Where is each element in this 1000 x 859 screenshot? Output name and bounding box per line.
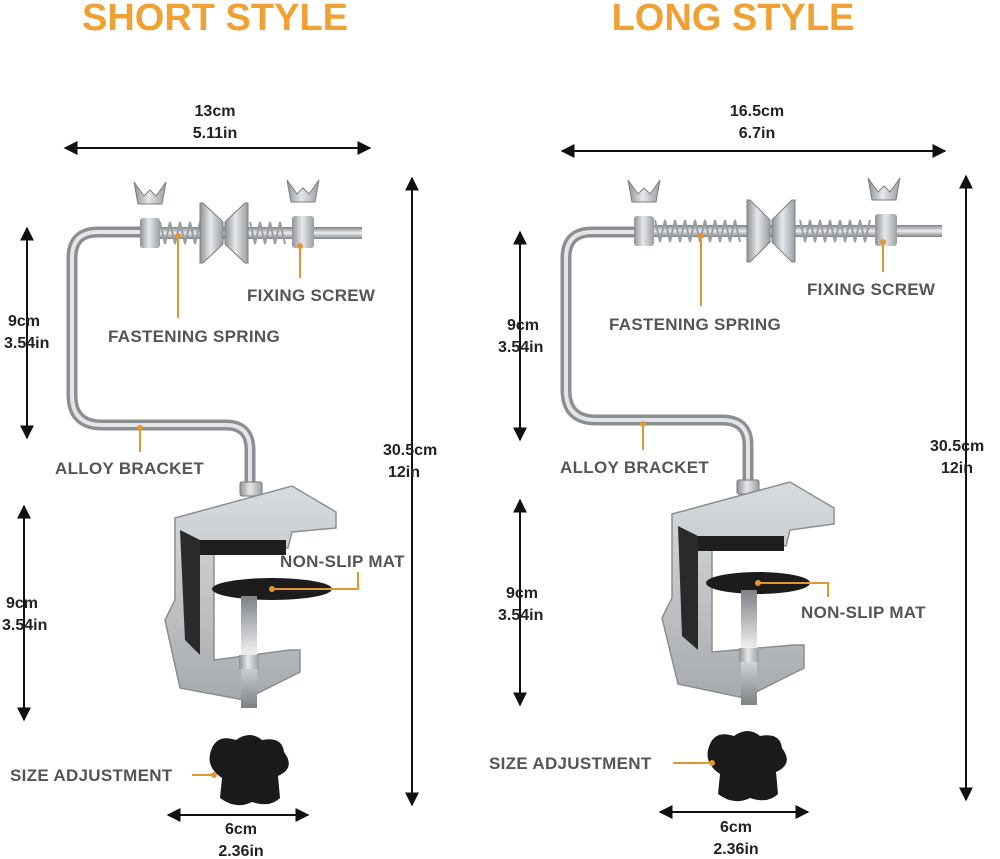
long-style-panel: LONG STYLE 16.5cm 6.7in 30.5cm 12in 9cm … xyxy=(489,0,984,858)
short-size-adjust-label: SIZE ADJUSTMENT xyxy=(10,766,173,785)
short-mat-dot xyxy=(269,586,275,592)
long-clamp-cm: 9cm xyxy=(506,585,538,602)
short-spring-label: FASTENING SPRING xyxy=(108,327,280,346)
long-mat-leader xyxy=(758,582,829,597)
long-size-adjust-dot xyxy=(709,760,715,766)
long-mat-dot xyxy=(755,580,761,586)
long-clamp-in: 3.54in xyxy=(498,607,543,624)
short-mat-leader xyxy=(272,572,359,590)
short-fixing-screw-label: FIXING SCREW xyxy=(247,286,376,305)
long-base-in: 2.36in xyxy=(713,841,758,858)
long-width-in: 6.7in xyxy=(739,125,775,142)
short-width-cm: 13cm xyxy=(195,103,236,120)
long-height-in: 12in xyxy=(941,460,973,477)
short-arm-in: 3.54in xyxy=(4,335,49,352)
short-arm-cm: 9cm xyxy=(8,313,40,330)
long-arm-in: 3.54in xyxy=(498,339,543,356)
short-base-in: 2.36in xyxy=(218,843,263,859)
short-style-title: SHORT STYLE xyxy=(82,0,348,39)
long-spring-label: FASTENING SPRING xyxy=(609,315,781,334)
long-arm-cm: 9cm xyxy=(507,317,539,334)
long-bracket-dot xyxy=(640,421,646,427)
long-fixing-screw-label: FIXING SCREW xyxy=(807,280,936,299)
short-clamp-in: 3.54in xyxy=(2,617,47,634)
short-size-adjust-dot xyxy=(211,772,217,778)
long-mat-label: NON-SLIP MAT xyxy=(801,603,926,622)
short-height-cm: 30.5cm xyxy=(383,442,437,459)
long-bracket-label: ALLOY BRACKET xyxy=(560,458,709,477)
short-spinner-illustration xyxy=(66,179,362,806)
long-style-title: LONG STYLE xyxy=(612,0,855,39)
long-spring-dot xyxy=(698,233,704,239)
long-spinner-illustration xyxy=(560,177,942,802)
long-fixing-screw-dot xyxy=(880,239,886,245)
short-base-cm: 6cm xyxy=(225,821,257,838)
long-base-cm: 6cm xyxy=(720,819,752,836)
short-fixing-screw-dot xyxy=(297,243,303,249)
short-bracket-label: ALLOY BRACKET xyxy=(55,459,204,478)
short-height-in: 12in xyxy=(388,464,420,481)
long-width-cm: 16.5cm xyxy=(730,103,784,120)
short-mat-label: NON-SLIP MAT xyxy=(280,552,405,571)
short-style-panel: SHORT STYLE 13cm 5.11in 30.5cm 12in 9cm … xyxy=(2,0,437,859)
long-size-adjust-label: SIZE ADJUSTMENT xyxy=(489,754,652,773)
short-width-in: 5.11in xyxy=(193,125,237,142)
short-spring-dot xyxy=(175,233,181,239)
long-height-cm: 30.5cm xyxy=(930,438,984,455)
short-clamp-cm: 9cm xyxy=(6,595,38,612)
short-bracket-dot xyxy=(137,425,143,431)
